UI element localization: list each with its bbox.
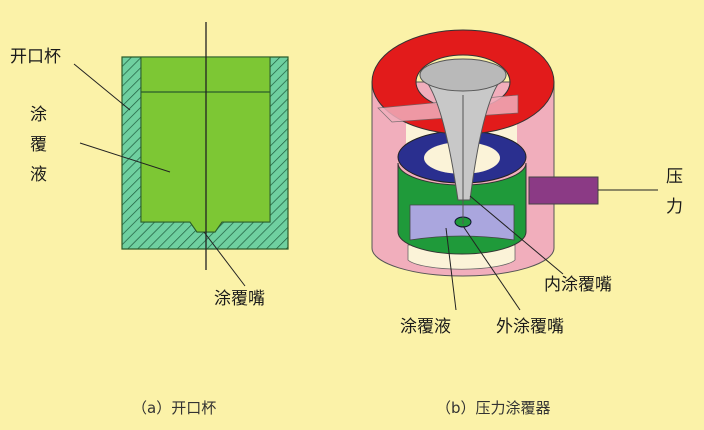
pressure-pipe xyxy=(528,176,599,205)
caption-open-cup: （a）开口杯 xyxy=(132,399,217,417)
label-open-cup: 开口杯 xyxy=(10,47,61,67)
cone-top-face xyxy=(419,58,507,92)
label-coating-nozzle: 涂覆嘴 xyxy=(214,289,265,309)
pressure-coater-figure xyxy=(371,29,658,311)
caption-pressure-coater: （b）压力涂覆器 xyxy=(436,399,551,417)
open-cup-figure xyxy=(73,22,289,287)
label-coating-liquid-a: 涂覆液 xyxy=(30,105,47,185)
leader-coating-liquid xyxy=(445,227,457,311)
label-pressure: 压力 xyxy=(666,167,683,217)
leader-inner-nozzle xyxy=(469,195,564,275)
leader-liquid xyxy=(79,142,171,173)
label-inner-nozzle: 内涂覆嘴 xyxy=(544,275,612,295)
leader-nozzle xyxy=(203,231,246,287)
leader-outer-nozzle xyxy=(462,225,521,311)
label-coating-liquid-b: 涂覆液 xyxy=(400,317,451,337)
leader-cup xyxy=(73,63,131,111)
label-outer-nozzle: 外涂覆嘴 xyxy=(496,317,564,337)
